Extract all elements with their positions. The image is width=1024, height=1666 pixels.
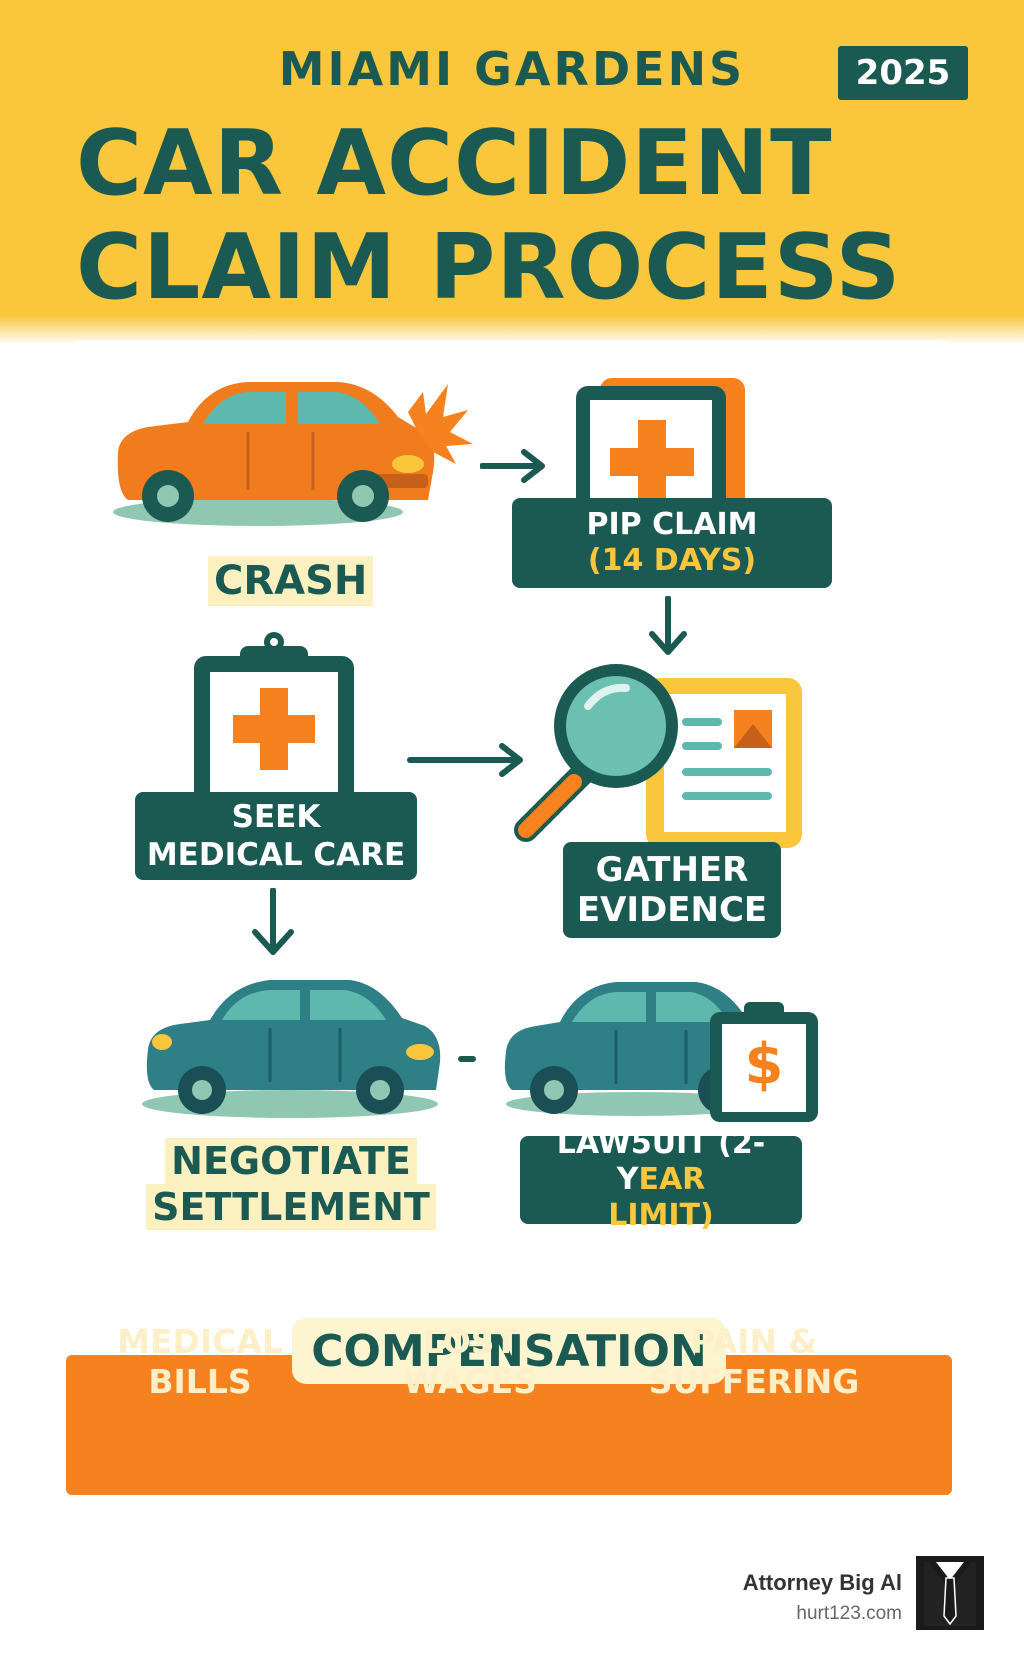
seek-label-line-1: SEEK	[231, 799, 321, 835]
medical-bills-line-2: BILLS	[148, 1362, 252, 1401]
crashed-car-icon	[113, 382, 473, 526]
step-gather-evidence-label: GATHER EVIDENCE	[563, 842, 781, 938]
year-badge: 2025	[838, 46, 968, 100]
arrow-down-icon	[252, 888, 294, 955]
page-title: CAR ACCIDENT CLAIM PROCESS	[76, 112, 996, 320]
header-subtitle: MIAMI GARDENS	[278, 42, 746, 96]
brand-name: Attorney Big Al	[742, 1570, 902, 1595]
attorney-logo-icon	[916, 1556, 984, 1630]
compensation-item-pain-suffering: PAIN & SUFFERING	[640, 1322, 868, 1402]
compensation-item-lost-wages: LOST WAGES	[390, 1322, 550, 1402]
step-crash-label: CRASH	[208, 556, 374, 606]
lawsuit-label-part-a: LAW5UIT (2-Y	[556, 1126, 766, 1197]
gather-label-line-2: EVIDENCE	[576, 890, 768, 930]
lost-wages-line-1: LOST	[422, 1322, 518, 1361]
compensation-item-medical-bills: MEDICAL BILLS	[110, 1322, 290, 1402]
lawsuit-label-line-2: LIMIT)	[608, 1198, 714, 1233]
magnifier-document-icon	[514, 664, 802, 848]
step-seek-medical-care-label: SEEK MEDICAL CARE	[135, 792, 417, 880]
medical-bills-line-1: MEDICAL	[117, 1322, 283, 1361]
arrow-right-icon	[480, 449, 545, 483]
compensation-title: COMPENSATION	[292, 1318, 726, 1384]
step-lawsuit-label: LAW5UIT (2-YEAR LIMIT)	[520, 1126, 802, 1233]
title-line-2: CLAIM PROCESS	[76, 215, 902, 320]
brand-url[interactable]: hurt123.com	[796, 1603, 902, 1624]
lawsuit-label-line-1: LAW5UIT (2-YEAR	[520, 1126, 802, 1198]
pip-label-line-1: PIP CLAIM	[586, 507, 758, 542]
pain-suffering-line-1: PAIN &	[690, 1322, 818, 1361]
arrow-down-icon	[649, 596, 687, 655]
negotiate-label-line-1: NEGOTIATE	[165, 1138, 417, 1184]
pain-suffering-line-2: SUFFERING	[648, 1362, 860, 1401]
step-negotiate-settlement-label: NEGOTIATE SETTLEMENT	[138, 1136, 444, 1232]
seek-label-line-2: MEDICAL CARE	[146, 837, 406, 873]
car-icon	[142, 980, 441, 1118]
dollar-icon: $	[744, 1032, 784, 1097]
title-line-1: CAR ACCIDENT	[76, 111, 833, 216]
step-pip-claim-label: PIP CLAIM (14 DAYS)	[512, 498, 832, 588]
lawsuit-label-part-b: EAR	[638, 1162, 706, 1197]
arrow-right-icon	[407, 743, 523, 777]
car-icon	[504, 982, 818, 1122]
lost-wages-line-2: WAGES	[403, 1362, 537, 1401]
gather-label-line-1: GATHER	[595, 850, 749, 890]
negotiate-label-line-2: SETTLEMENT	[146, 1184, 436, 1230]
pip-label-line-2: (14 DAYS)	[587, 543, 757, 578]
connector-dash	[458, 1056, 476, 1062]
medical-clipboard-icon	[194, 632, 354, 826]
